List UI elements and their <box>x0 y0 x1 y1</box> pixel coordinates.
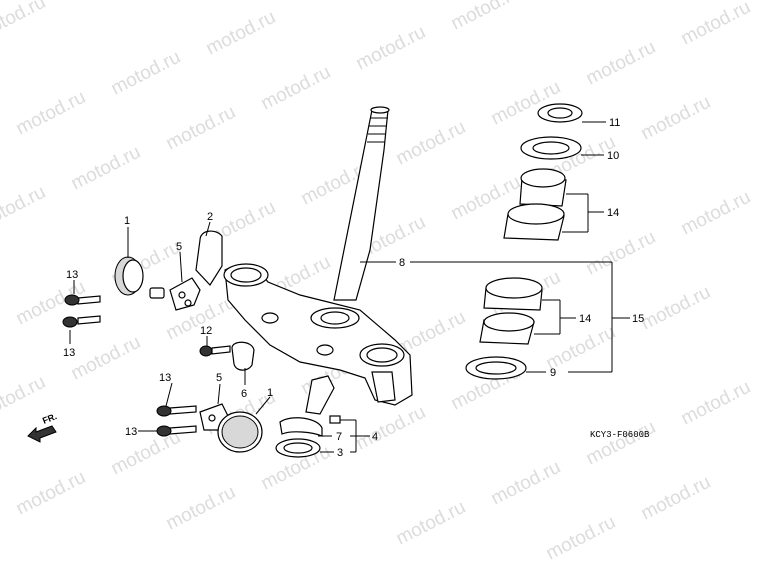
watermark-text: motod.ru <box>678 377 754 430</box>
watermark-text: motod.ru <box>393 497 469 550</box>
watermark-text: motod.ru <box>488 457 564 510</box>
watermark-text: motod.ru <box>13 87 89 140</box>
callout-5-lower: 5 <box>216 372 222 384</box>
leader-lines <box>69 121 630 453</box>
callout-labels: 1 2 5 13 13 12 6 5 1 13 13 8 11 10 14 14… <box>63 117 644 459</box>
callout-13-b: 13 <box>63 347 75 359</box>
watermark-text: motod.ru <box>353 22 429 75</box>
front-direction-label: FR. <box>41 411 58 426</box>
watermark-text: motod.ru <box>68 332 144 385</box>
callout-13-a: 13 <box>66 269 78 281</box>
callout-2: 2 <box>207 211 213 223</box>
callout-4: 4 <box>372 431 378 443</box>
callout-10: 10 <box>607 150 619 162</box>
callout-11: 11 <box>609 117 620 129</box>
watermark-text: motod.ru <box>163 102 239 155</box>
watermark-text: motod.ru <box>258 62 334 115</box>
watermark-text: motod.ru <box>638 92 714 145</box>
watermark-text: motod.ru <box>68 142 144 195</box>
callout-6: 6 <box>241 388 247 400</box>
diagram-reference-code: KCY3-F0600B <box>590 430 650 440</box>
callout-13-d: 13 <box>125 426 137 438</box>
callout-5-upper: 5 <box>176 241 182 253</box>
watermark-text: motod.ru <box>13 467 89 520</box>
watermark-text: motod.ru <box>0 0 49 44</box>
watermark-text: motod.ru <box>108 47 184 100</box>
watermark-text: motod.ru <box>163 482 239 535</box>
watermark-text: motod.ru <box>108 427 184 480</box>
watermark-text: motod.ru <box>393 117 469 170</box>
callout-14-upper: 14 <box>607 207 619 219</box>
callout-7: 7 <box>336 431 342 443</box>
watermark-text: motod.ru <box>0 182 49 235</box>
parts-illustration <box>27 103 583 458</box>
callout-1-lower: 1 <box>267 387 273 399</box>
watermark-text: motod.ru <box>448 0 524 34</box>
callout-14-lower: 14 <box>579 313 591 325</box>
watermark-text: motod.ru <box>353 402 429 455</box>
callout-8: 8 <box>399 257 405 269</box>
watermark-text: motod.ru <box>543 512 619 565</box>
watermark-text: motod.ru <box>203 7 279 60</box>
callout-3: 3 <box>337 447 343 459</box>
callout-9: 9 <box>550 367 556 379</box>
watermark-text: motod.ru <box>678 187 754 240</box>
callout-13-c: 13 <box>159 372 171 384</box>
watermark-text: motod.ru <box>583 37 659 90</box>
callout-1-upper: 1 <box>124 215 130 227</box>
watermark-text: motod.ru <box>638 472 714 525</box>
watermark-text: motod.ru <box>638 282 714 335</box>
callout-12: 12 <box>200 325 212 337</box>
callout-15: 15 <box>632 313 644 325</box>
watermark-text: motod.ru <box>583 417 659 470</box>
watermark-text: motod.ru <box>678 0 754 49</box>
watermark-text: motod.ru <box>583 227 659 280</box>
